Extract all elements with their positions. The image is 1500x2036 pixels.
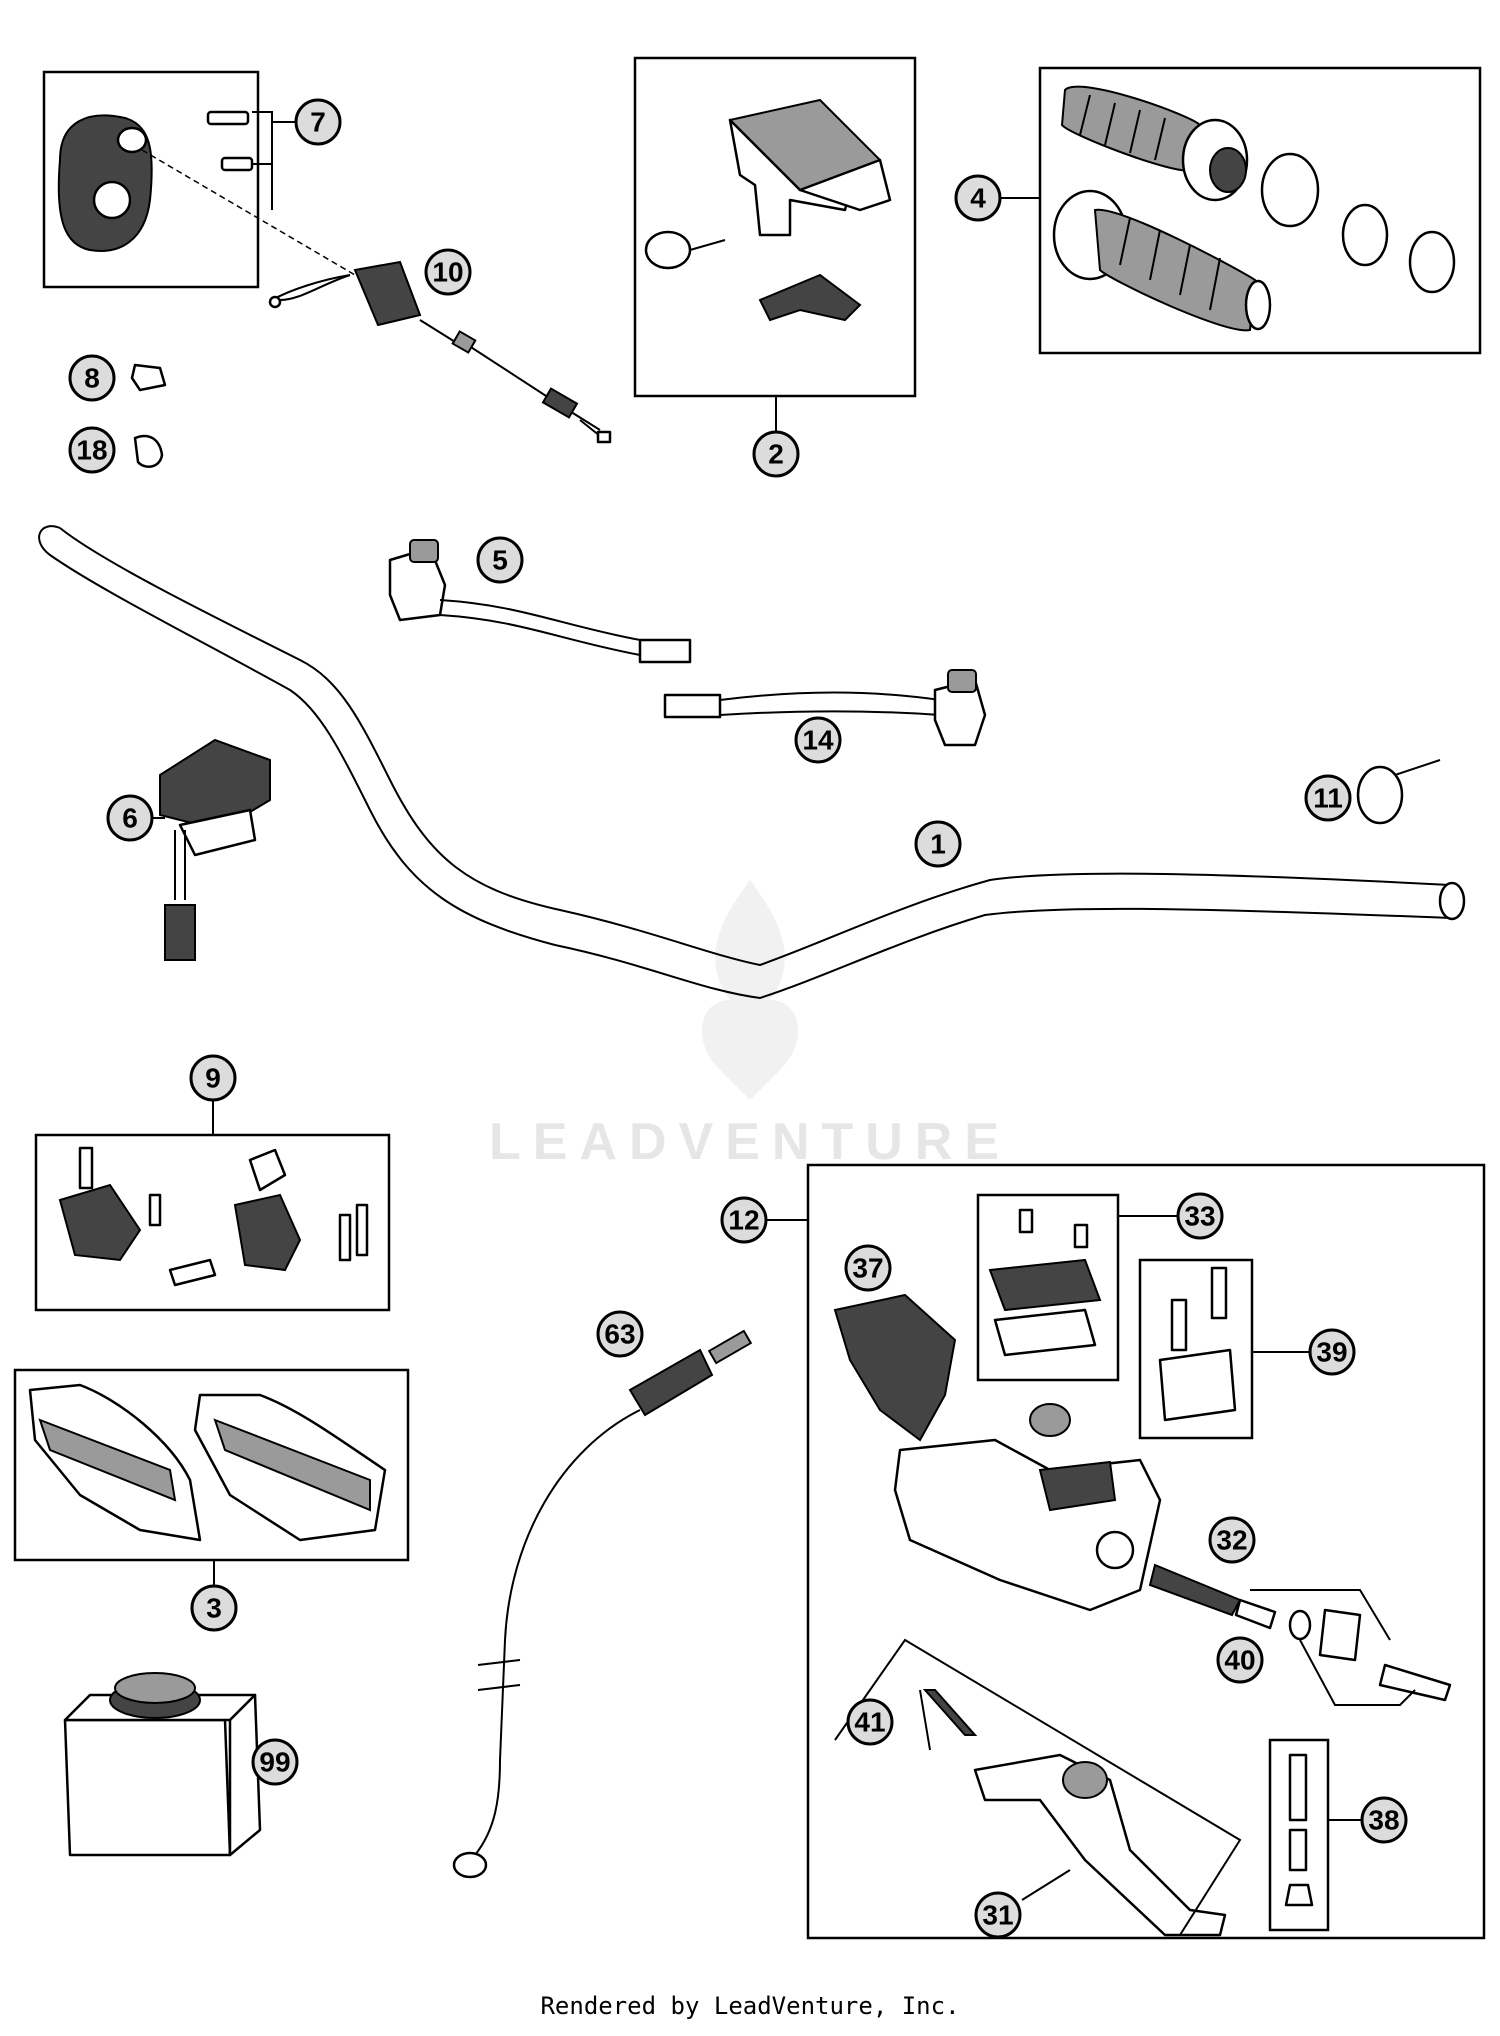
watermark-text: LEADVENTURE [488,1113,1012,1171]
callout-41: 41 [846,1698,894,1746]
svg-text:31: 31 [982,1900,1013,1931]
callout-39: 39 [1252,1328,1356,1376]
master-cylinder-part [833,1293,1452,1706]
callout-11: 11 [1304,774,1352,822]
svg-text:18: 18 [76,435,107,466]
callout-32: 32 [1208,1516,1256,1564]
callout-5: 5 [476,536,524,584]
grips-part [1052,85,1456,332]
watermark-logo [701,880,799,1100]
svg-text:41: 41 [854,1707,885,1738]
bolt-kit-part [1268,1738,1330,1932]
clamp-part [1158,1266,1237,1422]
map-switch-part [159,738,271,961]
handlebar [38,525,1466,1000]
callout-99: 99 [251,1738,299,1786]
svg-text:6: 6 [122,803,138,834]
callout-38: 38 [1328,1796,1408,1844]
brake-lever-part [834,1638,1242,1937]
switch-right-part [663,669,987,747]
callout-3: 3 [190,1560,238,1632]
callout-4: 4 [954,174,1040,222]
handguards-part [28,1383,387,1542]
clip-part [130,363,167,468]
svg-text:40: 40 [1224,1645,1255,1676]
svg-text:32: 32 [1216,1525,1247,1556]
svg-text:9: 9 [205,1063,221,1094]
brake-line-part [452,1329,753,1879]
svg-text:5: 5 [492,545,508,576]
box-reservoir-cover [976,1193,1120,1382]
svg-text:37: 37 [852,1253,883,1284]
callout-33: 33 [1118,1192,1224,1240]
cable-tie-part [1356,759,1441,825]
callout-10: 10 [424,248,472,296]
callout-12: 12 [720,1196,808,1244]
box-master-cylinder [806,1163,1486,1940]
throttle-housing-part [57,110,296,252]
svg-text:38: 38 [1368,1805,1399,1836]
throttle-cable [268,260,612,444]
callout-40: 40 [1216,1636,1264,1684]
svg-text:39: 39 [1316,1337,1347,1368]
callout-37: 37 [844,1244,892,1292]
callout-63: 63 [596,1310,644,1358]
switch-left-part [388,539,692,664]
svg-text:8: 8 [84,363,100,394]
callout-2: 2 [752,396,800,478]
callout-1: 1 [914,820,962,868]
svg-text:2: 2 [768,439,784,470]
callout-14: 14 [794,716,842,764]
svg-text:12: 12 [728,1205,759,1236]
switch-cover-part [644,98,892,322]
svg-text:4: 4 [970,183,986,214]
dashed-guide [141,149,356,276]
fluid-container-part [63,1672,262,1857]
svg-text:33: 33 [1184,1201,1215,1232]
callout-8: 8 [68,354,116,402]
svg-text:7: 7 [310,107,326,138]
hardware-part [58,1146,369,1287]
svg-text:10: 10 [432,257,463,288]
svg-text:11: 11 [1313,783,1343,814]
callout-9: 9 [189,1054,237,1135]
callout-7: 7 [294,98,342,146]
callout-18: 18 [68,426,116,474]
svg-text:1: 1 [930,829,946,860]
svg-text:63: 63 [604,1319,635,1350]
footer-credit: Rendered by LeadVenture, Inc. [540,1992,960,2020]
callout-6: 6 [106,794,165,842]
box-throttle-housing [42,70,260,289]
svg-text:14: 14 [802,725,834,756]
box-handguards [13,1368,410,1562]
box-grips [1038,66,1482,355]
reservoir-cover-part [988,1208,1102,1357]
callout-31: 31 [974,1869,1071,1939]
svg-text:99: 99 [259,1747,290,1778]
svg-text:3: 3 [206,1593,222,1624]
box-clamp [1138,1258,1254,1440]
